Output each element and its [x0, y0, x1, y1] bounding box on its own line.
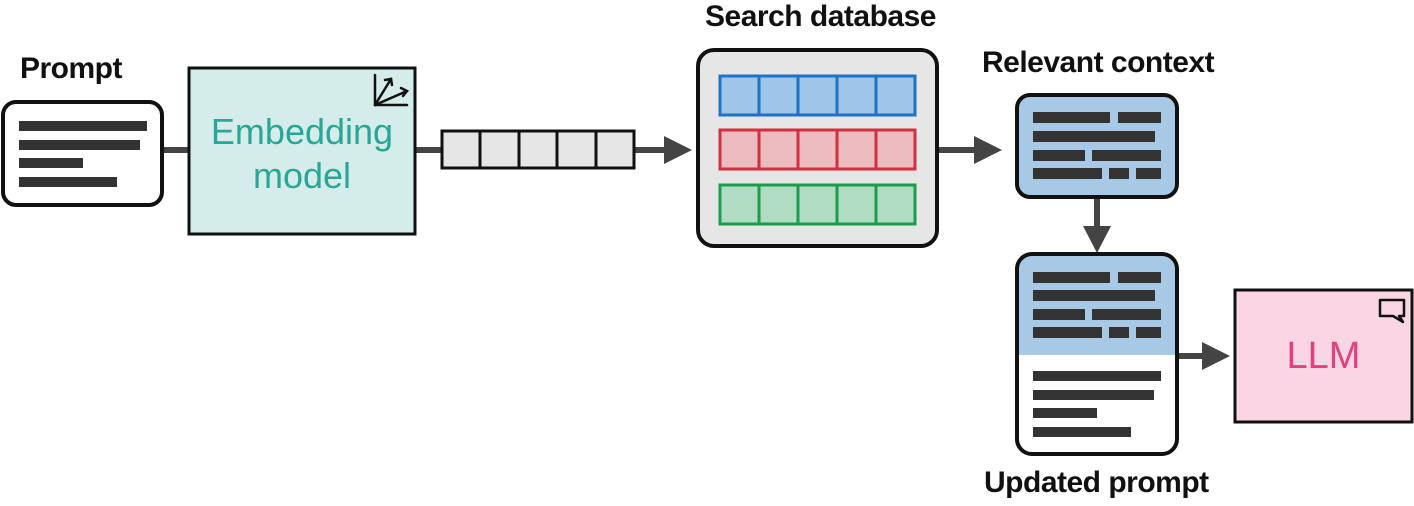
arrow-context-to-updated-prompt	[1083, 196, 1111, 253]
llm-box	[1233, 288, 1414, 424]
embedding-model-title: Embedding model	[189, 110, 415, 198]
embedding-model-box	[187, 66, 417, 236]
database-row-red	[718, 128, 917, 171]
updated-prompt-label: Updated prompt	[984, 466, 1209, 499]
prompt-label: Prompt	[20, 52, 123, 85]
relevant-context-box	[1015, 93, 1179, 199]
arrow-updated-prompt-to-llm	[1176, 342, 1230, 370]
axes-vector-icon	[373, 73, 409, 107]
search-database-label: Search database	[705, 0, 936, 33]
arrow-vector-to-database	[634, 136, 692, 164]
database-row-blue	[718, 74, 917, 117]
arrow-database-to-context	[936, 136, 1002, 164]
embedding-model-line2: model	[252, 155, 352, 196]
prompt-box	[1, 100, 164, 207]
chat-bubble-icon	[1378, 298, 1406, 324]
updated-prompt-box	[1015, 252, 1179, 456]
database-row-green	[718, 183, 917, 226]
embedding-model-line1: Embedding	[210, 111, 394, 152]
relevant-context-label: Relevant context	[982, 46, 1215, 79]
llm-title: LLM	[1286, 335, 1361, 377]
embedding-vector	[440, 129, 636, 170]
